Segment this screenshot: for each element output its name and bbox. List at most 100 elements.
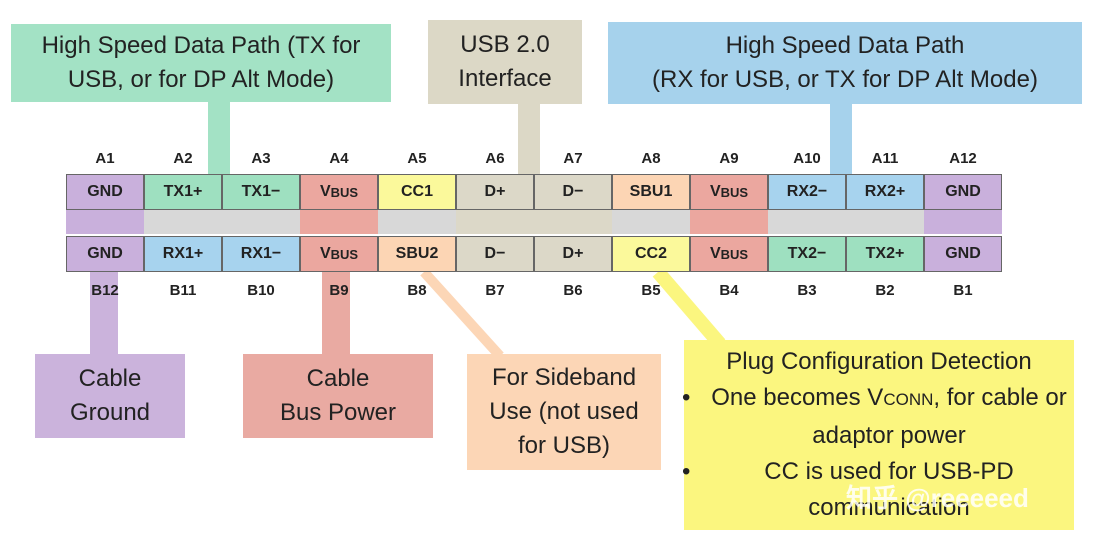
pin-name: CC1 <box>400 183 433 200</box>
pin-label: A7 <box>563 150 583 167</box>
pin: TX1+ <box>144 174 222 210</box>
pin-label: A6 <box>485 150 505 167</box>
pcd-bullet-1-a: One becomes V <box>711 384 884 411</box>
pcd-bullet-1-sub: CONN <box>883 390 934 409</box>
middle-bar-segment <box>924 210 1002 234</box>
usb2-connector-line <box>518 102 540 174</box>
pin-label: B2 <box>875 282 895 299</box>
pin-name: TX1− <box>241 183 281 200</box>
tx-path-box: High Speed Data Path (TX for USB, or for… <box>11 24 391 102</box>
pin-name: TX2+ <box>865 245 905 262</box>
pin: SBU2 <box>378 236 456 272</box>
pin-name: D− <box>484 245 506 262</box>
pin: GND <box>924 236 1002 272</box>
pin-label: A8 <box>641 150 661 167</box>
pin-label: B5 <box>641 282 661 299</box>
pin: TX1− <box>222 174 300 210</box>
rx-path-box: High Speed Data Path (RX for USB, or TX … <box>608 22 1082 104</box>
watermark: 知乎 @reeeeed <box>846 483 1029 513</box>
pin-label: A12 <box>949 150 977 167</box>
pin-name: CC2 <box>634 245 667 262</box>
pcd-title: Plug Configuration Detection <box>726 348 1032 375</box>
cable-bus-power-box: Cable Bus Power <box>243 354 433 438</box>
pin-name: V <box>709 245 721 262</box>
pin-label: A9 <box>719 150 739 167</box>
pin-label: B8 <box>407 282 427 299</box>
pin-name: SBU1 <box>629 183 673 200</box>
usb2-line2: Interface <box>458 65 552 92</box>
pin-label: B1 <box>953 282 973 299</box>
pin-label: B6 <box>563 282 583 299</box>
pin-name: TX2− <box>787 245 827 262</box>
usb2-interface-box: USB 2.0 Interface <box>428 20 582 104</box>
pin-label: B7 <box>485 282 505 299</box>
pcd-bullet-list: One becomes VCONN, for cable or adaptor … <box>682 380 1074 526</box>
pin-name: TX1+ <box>163 183 203 200</box>
pin: TX2− <box>768 236 846 272</box>
pin-subscript: BUS <box>720 246 749 262</box>
pin-label: A1 <box>95 150 115 167</box>
middle-bar-segment <box>690 210 768 234</box>
sideband-line1: For Sideband <box>491 364 637 391</box>
pin-name: GND <box>945 245 981 262</box>
pin: CC2 <box>612 236 690 272</box>
pcd-bullet-1: One becomes VCONN, for cable or adaptor … <box>682 380 1074 454</box>
pin-subscript: BUS <box>330 184 359 200</box>
pin: CC1 <box>378 174 456 210</box>
pin: RX2+ <box>846 174 924 210</box>
sideband-line3: for USB) <box>517 432 610 459</box>
pin-label: A3 <box>251 150 271 167</box>
pin-label: B12 <box>91 282 119 299</box>
pin-name: GND <box>87 183 123 200</box>
pin-name: D− <box>562 183 584 200</box>
rx-line2: (RX for USB, or TX for DP Alt Mode) <box>652 66 1038 93</box>
pin-label: B9 <box>329 282 349 299</box>
pin: RX2− <box>768 174 846 210</box>
pin-name: V <box>319 183 331 200</box>
pin-name: RX2− <box>786 183 828 200</box>
pin-subscript: BUS <box>330 246 359 262</box>
pin: D− <box>534 174 612 210</box>
usb2-line1: USB 2.0 <box>460 31 550 58</box>
pin: GND <box>66 174 144 210</box>
plug-config-detection-box: Plug Configuration Detection One becomes… <box>682 340 1074 530</box>
pin-name: D+ <box>484 183 506 200</box>
pin-subscript: BUS <box>720 184 749 200</box>
pin: GND <box>924 174 1002 210</box>
pin-name: V <box>319 245 331 262</box>
middle-bar-segment <box>534 210 612 234</box>
pin-label: A10 <box>793 150 821 167</box>
pin-label: A4 <box>329 150 349 167</box>
cable-ground-box: Cable Ground <box>35 354 185 438</box>
pin: TX2+ <box>846 236 924 272</box>
pin: SBU1 <box>612 174 690 210</box>
pin: D+ <box>534 236 612 272</box>
pin-label: B4 <box>719 282 739 299</box>
power-line1: Cable <box>306 365 370 392</box>
pin-name: RX2+ <box>864 183 906 200</box>
ground-line1: Cable <box>78 365 142 392</box>
middle-bar-segment <box>300 210 378 234</box>
tx-path-text: High Speed Data Path (TX for USB, or for… <box>41 32 361 93</box>
pin-label: B11 <box>169 282 197 299</box>
pin-label: B3 <box>797 282 817 299</box>
pcd-bullet-1-b: , for cable or adaptor power <box>812 384 1067 449</box>
pin-label: A2 <box>173 150 193 167</box>
pin-name: RX1− <box>240 245 282 262</box>
pin-name: GND <box>87 245 123 262</box>
power-connector-line <box>322 272 350 356</box>
ground-line2: Ground <box>69 399 151 426</box>
rx-line1: High Speed Data Path <box>725 32 965 59</box>
pin: GND <box>66 236 144 272</box>
middle-bar-segment <box>66 210 144 234</box>
rx-connector-line <box>830 104 852 174</box>
pcd-bullet-2: CC is used for USB-PD communication <box>682 454 1074 526</box>
pin-label: A11 <box>871 150 899 167</box>
pin: RX1+ <box>144 236 222 272</box>
pin-label: A5 <box>407 150 427 167</box>
middle-bar-segment <box>456 210 534 234</box>
ground-connector-line <box>90 272 118 356</box>
pin-name: SBU2 <box>395 245 439 262</box>
